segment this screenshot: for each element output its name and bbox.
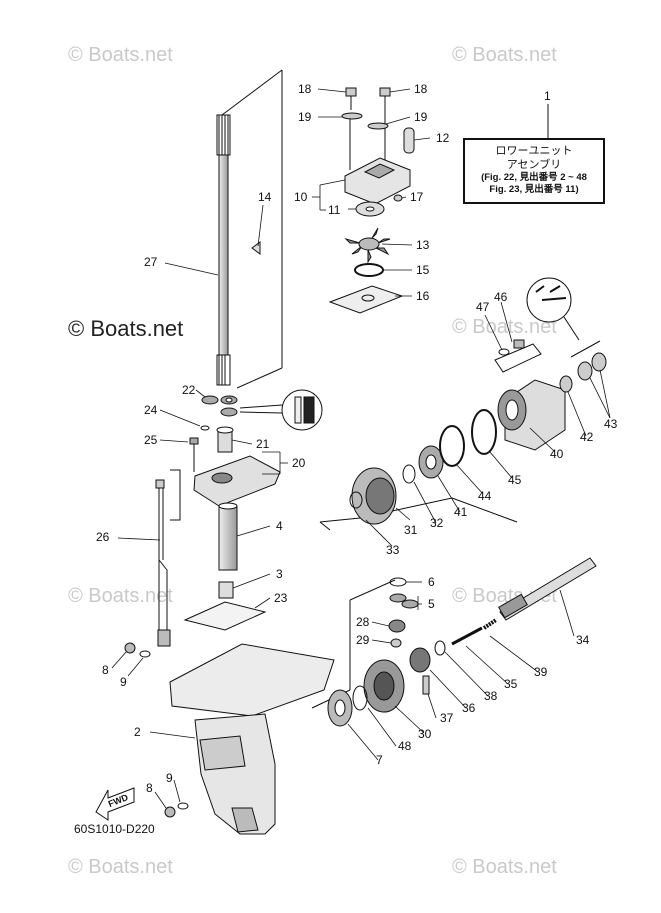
callout-9a: 9 [120, 675, 127, 689]
callout-25: 25 [144, 433, 158, 447]
callout-numbers: 1 2 3 4 5 6 7 8 8 9 9 10 11 12 13 14 15 … [96, 82, 618, 809]
callout-31: 31 [404, 523, 418, 537]
callout-8b: 8 [146, 781, 153, 795]
callout-4: 4 [276, 519, 283, 533]
callout-5: 5 [428, 597, 435, 611]
callout-23: 23 [274, 591, 288, 605]
callout-18b: 18 [414, 82, 428, 96]
callout-26: 26 [96, 530, 110, 544]
callout-24: 24 [144, 403, 158, 417]
callout-30: 30 [418, 727, 432, 741]
callout-43: 43 [604, 417, 618, 431]
callout-10: 10 [294, 190, 308, 204]
callout-19a: 19 [298, 110, 312, 124]
callout-41: 41 [454, 505, 468, 519]
callout-9b: 9 [166, 771, 173, 785]
callout-14: 14 [258, 190, 272, 204]
callout-13: 13 [416, 238, 430, 252]
callout-8a: 8 [102, 663, 109, 677]
watermark-top-left: © Boats.net [68, 44, 173, 66]
callout-16: 16 [416, 289, 430, 303]
callout-19b: 19 [414, 110, 428, 124]
legend-subtitle: アセンブリ [506, 159, 562, 171]
watermark-bottom-right: © Boats.net [452, 856, 557, 878]
watermark-left: © Boats.net [68, 316, 184, 341]
callout-39: 39 [534, 665, 548, 679]
callout-17: 17 [410, 190, 424, 204]
callout-18a: 18 [298, 82, 312, 96]
watermark-right: © Boats.net [452, 316, 557, 338]
callout-46: 46 [494, 290, 508, 304]
callout-42: 42 [580, 430, 594, 444]
watermark-lower-left: © Boats.net [68, 585, 173, 607]
callout-44: 44 [478, 489, 492, 503]
callout-48: 48 [398, 739, 412, 753]
callout-2: 2 [134, 725, 141, 739]
callout-1: 1 [544, 89, 551, 103]
legend-title: ロワーユニット [495, 145, 573, 157]
callout-36: 36 [462, 701, 476, 715]
legend-figure-refs: (Fig. 22, 見出番号 2 ~ 48 Fig. 23, 見出番号 11) [465, 172, 603, 196]
callout-7: 7 [376, 753, 383, 767]
callout-32: 32 [430, 516, 444, 530]
callout-47: 47 [476, 300, 490, 314]
callout-34: 34 [576, 633, 590, 647]
callout-20: 20 [292, 456, 306, 470]
legend-ref-2: Fig. 23, 見出番号 11) [489, 184, 579, 195]
callout-35: 35 [504, 677, 518, 691]
callout-3: 3 [276, 567, 283, 581]
drive-shaft [216, 114, 231, 386]
callout-22: 22 [182, 383, 196, 397]
callout-28: 28 [356, 615, 370, 629]
callout-12: 12 [436, 131, 450, 145]
callout-38: 38 [484, 689, 498, 703]
callout-33: 33 [386, 543, 400, 557]
callout-6: 6 [428, 575, 435, 589]
callout-29: 29 [356, 633, 370, 647]
lower-case [169, 643, 335, 835]
callout-15: 15 [416, 263, 430, 277]
callout-45: 45 [508, 473, 522, 487]
callout-11: 11 [328, 203, 341, 217]
callout-40: 40 [550, 447, 564, 461]
watermark-top-right: © Boats.net [452, 44, 557, 66]
callout-21: 21 [256, 437, 270, 451]
legend-ref-1: (Fig. 22, 見出番号 2 ~ 48 [481, 172, 587, 183]
watermark-bottom-left: © Boats.net [68, 856, 173, 878]
callout-37: 37 [440, 711, 454, 725]
water-pump-housing [344, 100, 411, 205]
callout-27: 27 [144, 255, 158, 269]
drawing-code: 60S1010-D220 [74, 822, 155, 836]
assembly-legend-box: ロワーユニット アセンブリ (Fig. 22, 見出番号 2 ~ 48 Fig.… [463, 138, 605, 204]
